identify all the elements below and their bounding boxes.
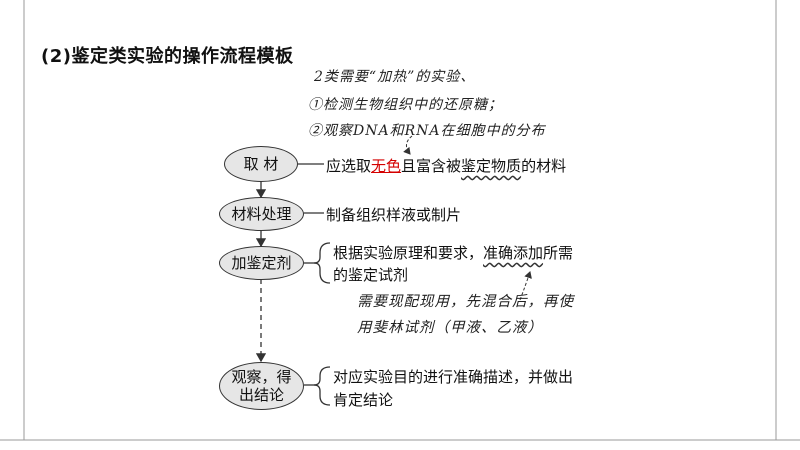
step3-description-line2: 的鉴定试剂 bbox=[333, 266, 409, 284]
page-title: (2)鉴定类实验的操作流程模板 bbox=[41, 46, 294, 67]
flow-node-observe-line2: 出结论 bbox=[238, 386, 284, 404]
step3-desc-prefix: 根据实验原理和要求， bbox=[333, 244, 484, 262]
step3-desc-suffix: 所需 bbox=[543, 244, 574, 262]
handnote-mid-line1: 需要现配现用，先混合后，再使 bbox=[357, 294, 574, 310]
handnote-mid-line2: 用斐林试剂（甲液、乙液） bbox=[357, 320, 543, 336]
brace-4 bbox=[313, 366, 331, 406]
flow-node-processing: 材料处理 bbox=[219, 197, 304, 231]
step1-desc-prefix: 应选取 bbox=[326, 157, 372, 175]
pointer-mid bbox=[519, 271, 532, 301]
handnote-top-line1: 2类需要“加热”的实验、 bbox=[314, 69, 476, 85]
step4-description-line1: 对应实验目的进行准确描述，并做出 bbox=[333, 368, 574, 386]
step1-desc-mid: 且富含被 bbox=[401, 157, 462, 175]
step2-description: 制备组织样液或制片 bbox=[326, 206, 462, 224]
step3-description-line1: 根据实验原理和要求，准确添加所需 bbox=[333, 242, 573, 263]
flow-node-observe: 观察，得 出结论 bbox=[219, 362, 304, 410]
brace-3 bbox=[313, 242, 331, 284]
handnote-top-line2: ①检测生物组织中的还原糖； bbox=[308, 97, 503, 113]
flow-node-add-reagent: 加鉴定剂 bbox=[219, 246, 304, 280]
flow-node-observe-line1: 观察，得 bbox=[231, 368, 292, 386]
step3-desc-wavy: 准确添加 bbox=[483, 244, 544, 262]
pointer-top bbox=[403, 135, 413, 155]
step1-desc-highlight: 无色 bbox=[371, 157, 402, 175]
step1-desc-wavy: 鉴定物质 bbox=[461, 157, 522, 175]
step1-description: 应选取无色且富含被鉴定物质的材料 bbox=[326, 155, 566, 176]
flow-node-sampling: 取 材 bbox=[224, 146, 298, 182]
handnote-top-line3: ②观察DNA和RNA在细胞中的分布 bbox=[308, 123, 546, 139]
step4-description-line2: 肯定结论 bbox=[333, 391, 394, 409]
step1-desc-suffix: 的材料 bbox=[521, 157, 567, 175]
